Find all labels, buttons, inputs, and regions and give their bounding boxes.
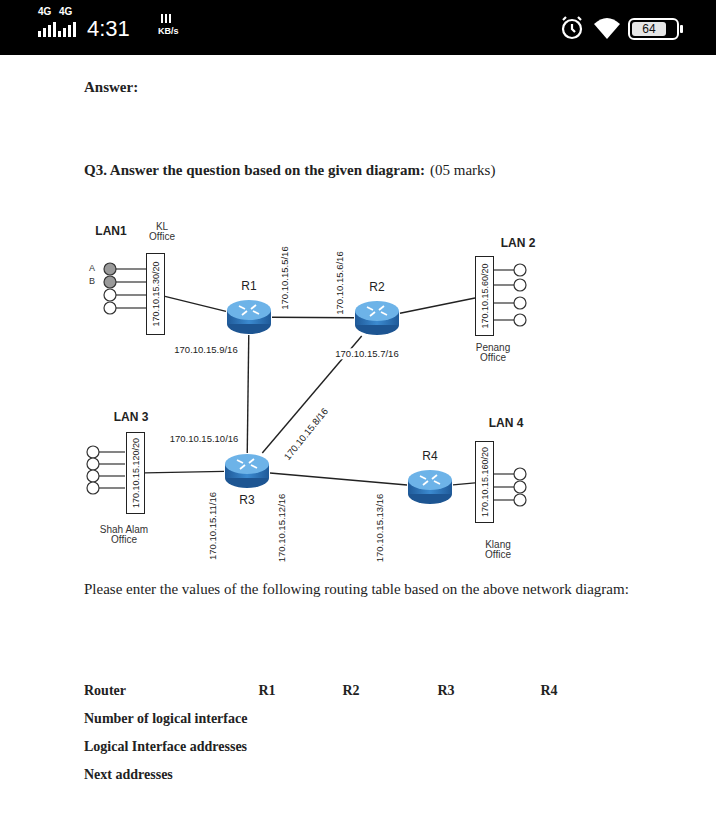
router: R1: [226, 299, 272, 335]
battery-icon: [629, 19, 683, 39]
table-header: R2: [342, 683, 359, 700]
lan-name: LAN 2: [501, 236, 536, 250]
router: R4: [407, 469, 453, 505]
switch-box: 170.10.15.160/20: [475, 441, 494, 523]
router-name: R4: [422, 449, 437, 463]
office-name: Shah Alam Office: [93, 525, 155, 545]
network-link: [247, 335, 249, 453]
row-heading: Logical Interface addresses: [84, 739, 247, 756]
switch-address: 170.10.15.60/20: [480, 263, 490, 328]
switch-box: 170.10.15.60/20: [475, 256, 494, 336]
interface-address: 170.10.15.10/16: [169, 433, 240, 444]
network-link: [165, 296, 226, 311]
switch-box: 170.10.15.120/20: [126, 432, 145, 514]
router-icon: [354, 300, 400, 336]
battery-level: 64: [642, 22, 655, 36]
switch-box: 170.10.15.30/20: [146, 253, 165, 335]
lan-name: LAN1: [95, 224, 126, 238]
office-name: KL Office: [142, 222, 182, 242]
network-link: [145, 471, 224, 472]
lan-name: LAN 3: [114, 410, 149, 424]
interface-address: 170.10.15.8/16: [281, 405, 331, 463]
office-name: Klang Office: [478, 540, 518, 560]
alarm-icon: [563, 17, 581, 38]
network-link: [270, 473, 407, 485]
router: R2: [354, 300, 400, 336]
network-link: [400, 298, 475, 313]
interface-address: 170.10.15.13/16: [374, 494, 385, 563]
router-name: R3: [239, 493, 254, 507]
router-icon: [226, 299, 272, 335]
table-header: R3: [437, 683, 454, 700]
interface-address: 170.10.15.11/16: [207, 492, 218, 560]
office-name: Penang Office: [468, 343, 518, 363]
marks: (05 marks): [430, 161, 495, 179]
interface-address: 170.10.15.12/16: [276, 494, 287, 563]
table-header: Router: [84, 683, 126, 700]
table-header: R1: [258, 683, 275, 700]
router-icon: [407, 469, 453, 505]
question-text: Q3. Answer the question based on the giv…: [84, 161, 425, 179]
host-label: B: [89, 276, 95, 287]
lan-name: LAN 4: [489, 416, 524, 430]
speed-unit: KB/s: [158, 26, 179, 37]
network-link: [453, 483, 475, 485]
switch-address: 170.10.15.30/20: [151, 261, 161, 326]
switch-address: 170.10.15.120/20: [131, 438, 141, 508]
router: R3: [224, 453, 270, 489]
interface-address: 170.10.15.9/16: [173, 344, 238, 355]
row-heading: Next addresses: [84, 767, 173, 784]
table-header: R4: [540, 683, 557, 700]
wifi-icon: [594, 18, 620, 39]
host-label: A: [89, 263, 95, 274]
interface-address: 170.10.15.5/16: [279, 246, 290, 309]
network-type: 4G: [59, 6, 72, 18]
interface-address: 170.10.15.7/16: [334, 348, 399, 359]
network-type: 4G: [38, 6, 51, 18]
router-name: R2: [369, 280, 384, 294]
answer-heading: Answer:: [84, 78, 138, 96]
switch-address: 170.10.15.160/20: [480, 447, 490, 517]
router-name: R1: [241, 279, 256, 293]
instruction-text: Please enter the values of the following…: [84, 581, 644, 598]
clock: 4:31: [87, 16, 130, 42]
row-heading: Number of logical interface: [84, 711, 247, 728]
interface-address: 170.10.15.6/16: [334, 251, 345, 314]
network-link: [272, 316, 354, 318]
router-icon: [224, 453, 270, 489]
